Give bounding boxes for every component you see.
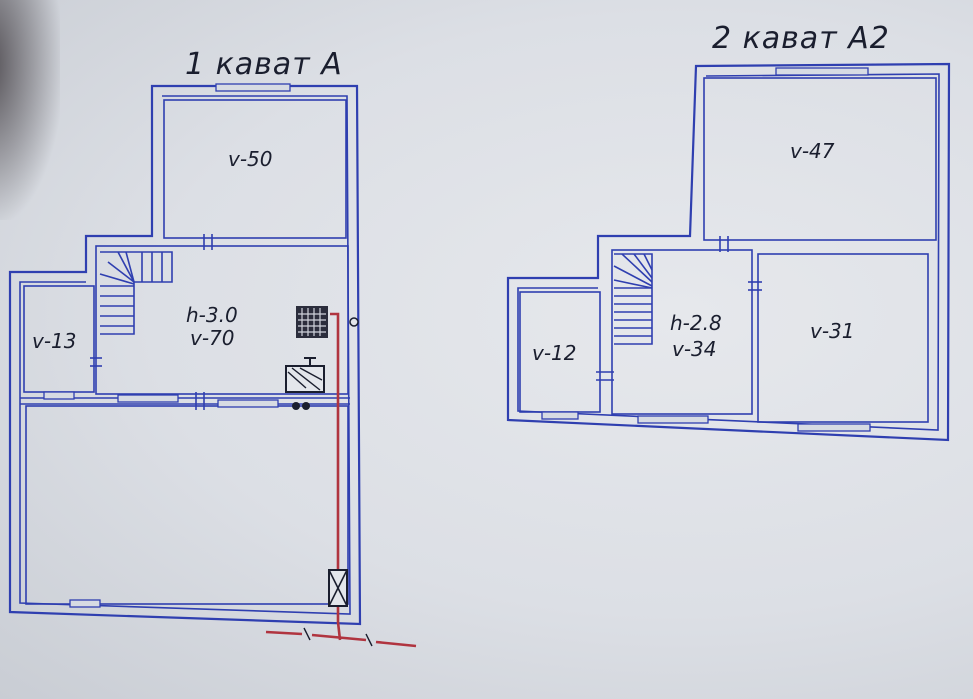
window	[215, 83, 291, 92]
room-label-height2: h-2.8	[670, 311, 722, 335]
room-central2-walls	[611, 249, 753, 415]
window	[217, 399, 279, 408]
room-label-v12: v-12	[532, 341, 577, 365]
room-central-walls	[95, 245, 349, 395]
room-label-v47: v-47	[790, 139, 835, 163]
room-label-v70: v-70	[190, 326, 235, 350]
boiler-icon	[285, 357, 325, 410]
window	[775, 67, 869, 76]
window	[43, 391, 75, 400]
stair-icon	[99, 251, 173, 335]
window	[797, 423, 871, 432]
room-bottom-walls	[25, 405, 349, 605]
floor-1-inner-walls	[19, 95, 351, 615]
stair-icon	[613, 253, 653, 345]
floor-2-outer-walls	[506, 62, 951, 442]
floor-1-title: 1 кават А	[185, 47, 343, 82]
room-v50-walls	[163, 99, 347, 239]
room-v31-walls	[757, 253, 929, 423]
meter-icon	[328, 569, 348, 607]
floor-2-title: 2 кават А2	[712, 21, 890, 56]
window	[637, 415, 709, 424]
socket-icon	[349, 317, 359, 327]
window	[69, 599, 101, 608]
window	[541, 411, 579, 420]
room-label-v50: v-50	[228, 147, 273, 171]
room-label-v31: v-31	[810, 319, 855, 343]
window	[117, 394, 179, 403]
room-label-v34: v-34	[672, 337, 717, 361]
floor-1-plan: 1 кават А v-50 h-3.0 v-70 v-13	[8, 47, 417, 648]
radiator-grille-icon	[296, 306, 328, 338]
room-label-height: h-3.0	[186, 303, 238, 327]
floor-2-inner-walls	[517, 73, 940, 431]
photo-shadow	[0, 0, 60, 220]
room-label-v13: v-13	[32, 329, 77, 353]
pipe-line	[265, 312, 417, 648]
floor-2-plan: 2 кават А2 v-47 v-12 h-2.8 v-34 v-31	[506, 21, 951, 442]
floor-1-outer-walls	[8, 84, 362, 626]
room-v47-walls	[703, 77, 937, 241]
